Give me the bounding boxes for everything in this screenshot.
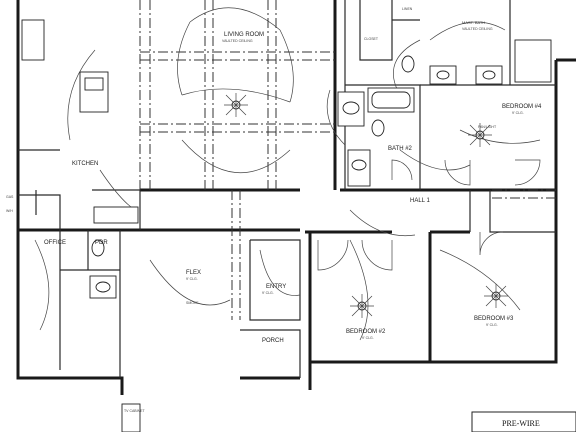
room-note-bedroom4: 9' CLG. [512, 111, 524, 115]
ceiling-fans [224, 93, 508, 318]
room-label-living: LIVING ROOM [224, 32, 264, 38]
kitchen-sink [84, 77, 104, 91]
pantry-shelf [93, 206, 139, 224]
room-label-flex: FLEX [186, 270, 201, 276]
wh-label: W/H [6, 209, 13, 213]
exterior-walls [16, 0, 576, 395]
room-label-kitchen: KITCHEN [72, 161, 98, 167]
ceiling-beams [139, 0, 556, 320]
room-label-bedroom3: BEDROOM #3 [474, 316, 514, 322]
room-label-hall1: HALL 1 [410, 198, 430, 204]
room-note-flex: 9' CLG. [186, 277, 198, 281]
master-shower [514, 39, 552, 83]
master-toilet [401, 55, 415, 73]
room-note-living: VAULTED CEILING [222, 39, 253, 43]
pdr-sink [95, 281, 111, 293]
room-labels: LIVING ROOM VAULTED CEILING MAST. BATH V… [44, 20, 542, 344]
room-note-bedroom3: 9' CLG. [486, 323, 498, 327]
vanity-sink [342, 101, 360, 115]
room-label-office: OFFICE [44, 240, 66, 246]
room-label-entry: ENTRY [266, 284, 286, 290]
ceiling-fan-icon [224, 93, 248, 117]
closet-label: CLOSET [364, 37, 379, 41]
room-label-master-bath: MAST. BATH [462, 20, 485, 25]
doors [317, 159, 541, 271]
fixtures [21, 19, 552, 432]
master-sink-right [482, 70, 496, 80]
title-block-frame [471, 411, 576, 432]
room-label-bedroom4: BEDROOM #4 [502, 104, 542, 110]
gas-label: GAS [6, 195, 14, 199]
linen-label: LINEN [402, 7, 413, 11]
ceiling-fan-icon [484, 284, 508, 308]
fan-light-label: FAN/LIGHT [478, 125, 497, 129]
title-block: PRE-WIRE [471, 411, 576, 432]
ceiling-fan-icon [350, 294, 374, 318]
misc-labels: LINEN CLOSET GAS W/H SMOKE FAN/LIGHT TV … [6, 7, 497, 413]
room-label-bath2: BATH #2 [388, 146, 413, 152]
ceiling-fan-icon [468, 123, 492, 147]
pdr-toilet [91, 239, 105, 257]
title-block-text: PRE-WIRE [502, 419, 540, 428]
tv-cabinet-label: TV CABINET [124, 409, 145, 413]
room-label-pdr: PDR [95, 240, 108, 246]
master-sink-left [436, 70, 450, 80]
smoke-label: SMOKE [186, 301, 199, 305]
kitchen-range [21, 19, 45, 61]
toilet [371, 119, 385, 137]
room-note-master-bath: VAULTED CEILING [462, 27, 493, 31]
wiring [34, 7, 541, 341]
interior-walls [18, 0, 556, 378]
room-note-entry: 9' CLG. [262, 291, 274, 295]
bath-sink-2 [351, 159, 367, 171]
tv-cabinet [121, 403, 141, 432]
bathtub-basin [371, 91, 411, 109]
room-label-bedroom2: BEDROOM #2 [346, 329, 386, 335]
room-label-porch: PORCH [262, 338, 284, 344]
room-note-bedroom2: 9' CLG. [362, 336, 374, 340]
